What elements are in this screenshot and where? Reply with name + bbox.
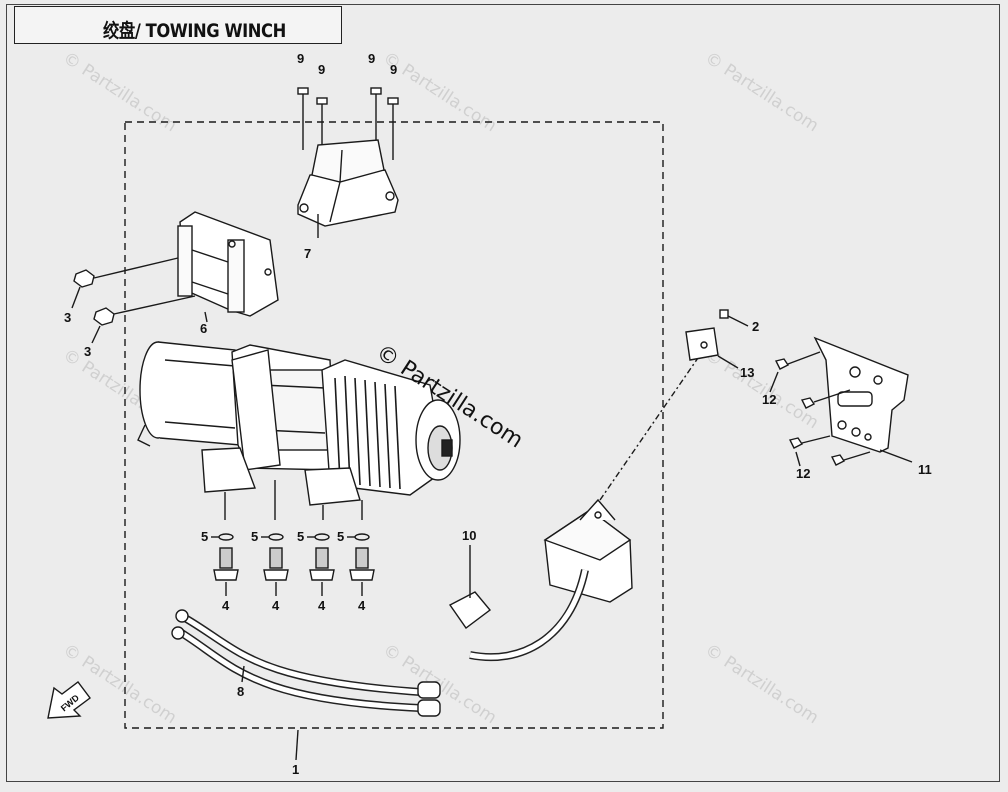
callout-5: 5 — [337, 529, 344, 544]
callout-9: 9 — [297, 51, 304, 66]
nut-12 — [769, 351, 871, 467]
relay-box — [297, 139, 399, 238]
callout-9: 9 — [368, 51, 375, 66]
callout-11: 11 — [918, 462, 932, 477]
callout-9: 9 — [390, 62, 397, 77]
mounting-plate-11 — [813, 336, 913, 463]
callout-4: 4 — [272, 598, 280, 613]
control-box-10 — [448, 354, 701, 662]
bolt-3 — [71, 257, 196, 344]
page-title: 绞盘/ TOWING WINCH — [103, 20, 286, 42]
callout-1: 1 — [292, 762, 299, 777]
callout-3: 3 — [64, 310, 71, 325]
callout-13: 13 — [740, 365, 754, 380]
callout-5: 5 — [297, 529, 304, 544]
callout-7: 7 — [304, 246, 311, 261]
bracket-13 — [685, 309, 749, 369]
power-cable-8 — [171, 609, 441, 717]
callout-9: 9 — [318, 62, 325, 77]
bolt-9 — [297, 87, 399, 160]
roller-fairlead — [177, 211, 279, 323]
callout-4: 4 — [222, 598, 230, 613]
winch-assembly — [137, 341, 461, 520]
callout-10: 10 — [462, 528, 476, 543]
callout-5: 5 — [201, 529, 208, 544]
fwd-arrow-icon — [47, 681, 91, 719]
callout-12: 12 — [762, 392, 776, 407]
diagram-frame — [6, 4, 1000, 782]
callout-4: 4 — [358, 598, 366, 613]
callout-3: 3 — [84, 344, 91, 359]
callout-6: 6 — [200, 321, 207, 336]
washer-5 — [211, 533, 370, 541]
callout-8: 8 — [237, 684, 244, 699]
callout-2: 2 — [752, 319, 759, 334]
callout-4: 4 — [318, 598, 326, 613]
callout-5: 5 — [251, 529, 258, 544]
title-box: 绞盘/ TOWING WINCH — [14, 6, 342, 44]
leader-line-1 — [295, 729, 299, 761]
callout-12: 12 — [796, 466, 810, 481]
flange-bolt-4 — [213, 547, 375, 596]
assembly-boundary — [124, 121, 664, 729]
